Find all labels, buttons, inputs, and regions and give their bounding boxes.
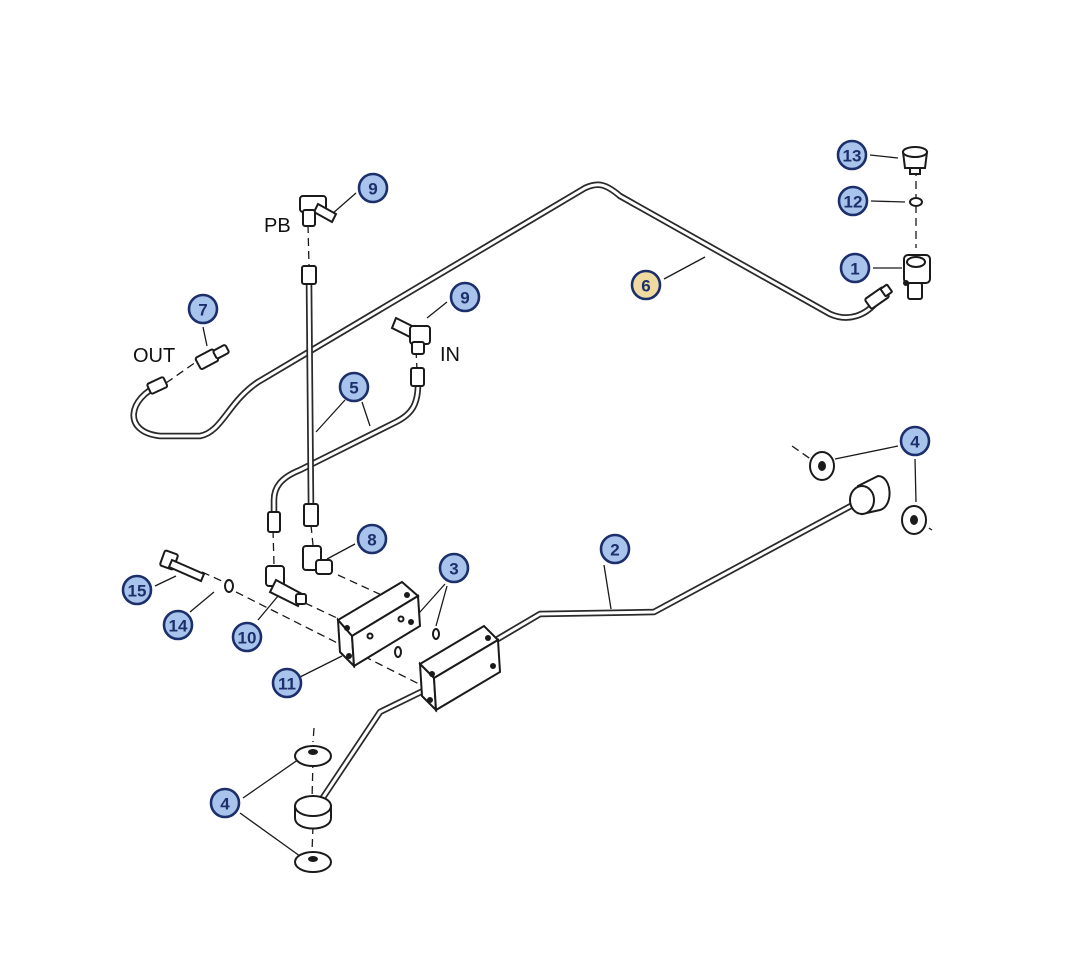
part-4-grommets-lower (294, 745, 332, 873)
callout-number: 15 (128, 582, 147, 601)
callout-c9a: 9 (357, 172, 389, 204)
callout-c2: 2 (599, 533, 631, 565)
part-11-manifold-block (336, 580, 422, 669)
callout-number: 7 (198, 301, 207, 320)
callout-c7: 7 (187, 293, 219, 325)
part-12-o-ring (909, 197, 923, 207)
callout-number: 9 (368, 180, 377, 199)
callout-bubble (899, 425, 931, 457)
assembly-axis-lines (165, 168, 933, 853)
part-14-washer (224, 579, 234, 593)
callout-bubble (839, 252, 871, 284)
callout-number: 4 (910, 433, 920, 452)
label-out: OUT (133, 345, 175, 367)
tube-pb (301, 265, 319, 527)
part-8-elbow (302, 545, 333, 575)
callout-bubble (836, 139, 868, 171)
callout-bubble (449, 281, 481, 313)
part-9-elbow-pb (299, 195, 338, 227)
callout-number: 12 (844, 193, 863, 212)
callout-c12: 12 (837, 185, 869, 217)
callout-c9b: 9 (449, 281, 481, 313)
callout-bubble (121, 574, 153, 606)
callout-c11: 11 (271, 667, 303, 699)
tube-6-end-fitting-left (146, 376, 169, 395)
callout-number: 14 (169, 617, 188, 636)
callout-c6: 6 (630, 269, 662, 301)
part-13-cap (901, 146, 929, 175)
callout-number: 2 (610, 541, 619, 560)
callout-number: 13 (843, 147, 862, 166)
callout-bubble (438, 552, 470, 584)
tube-6 (130, 181, 893, 440)
callout-c15: 15 (121, 574, 153, 606)
callout-bubble (837, 185, 869, 217)
label-in: IN (440, 344, 460, 366)
callout-bubble (356, 523, 388, 555)
part-7-fitting (194, 344, 230, 370)
part-15-bolt (159, 549, 206, 583)
callout-c10: 10 (231, 621, 263, 653)
callout-number: 11 (278, 675, 296, 694)
callout-number: 4 (220, 795, 230, 814)
callout-c3: 3 (438, 552, 470, 584)
callout-bubble (209, 787, 241, 819)
callout-bubble (187, 293, 219, 325)
tube-6-end-fitting-right (864, 283, 893, 310)
callout-number: 6 (641, 277, 650, 296)
callout-c5: 5 (338, 371, 370, 403)
part-mating-block (418, 624, 502, 713)
callout-bubble (357, 172, 389, 204)
part-4-grommets-upper (809, 451, 927, 535)
callout-c13: 13 (836, 139, 868, 171)
callout-bubble (630, 269, 662, 301)
callout-c4a: 4 (899, 425, 931, 457)
callout-c4b: 4 (209, 787, 241, 819)
leader-lines (154, 154, 917, 860)
callout-number: 3 (449, 560, 458, 579)
tube-2 (312, 496, 866, 812)
part-1-housing (903, 254, 931, 300)
callout-bubble (338, 371, 370, 403)
callout-number: 10 (238, 629, 257, 648)
label-pb: PB (264, 215, 291, 237)
callout-number: 9 (460, 289, 469, 308)
part-9-elbow-in (390, 316, 431, 355)
callout-bubble (271, 667, 303, 699)
callout-bubble (231, 621, 263, 653)
callout-bubble (162, 609, 194, 641)
callout-bubble (599, 533, 631, 565)
tube-5 (267, 367, 425, 533)
part-3-seals (394, 628, 440, 658)
callout-number: 1 (850, 260, 859, 279)
callout-number: 8 (367, 531, 376, 550)
callout-number: 5 (349, 379, 358, 398)
callout-c14: 14 (162, 609, 194, 641)
part-10-tee (265, 565, 307, 608)
callout-c8: 8 (356, 523, 388, 555)
callout-c1: 1 (839, 252, 871, 284)
